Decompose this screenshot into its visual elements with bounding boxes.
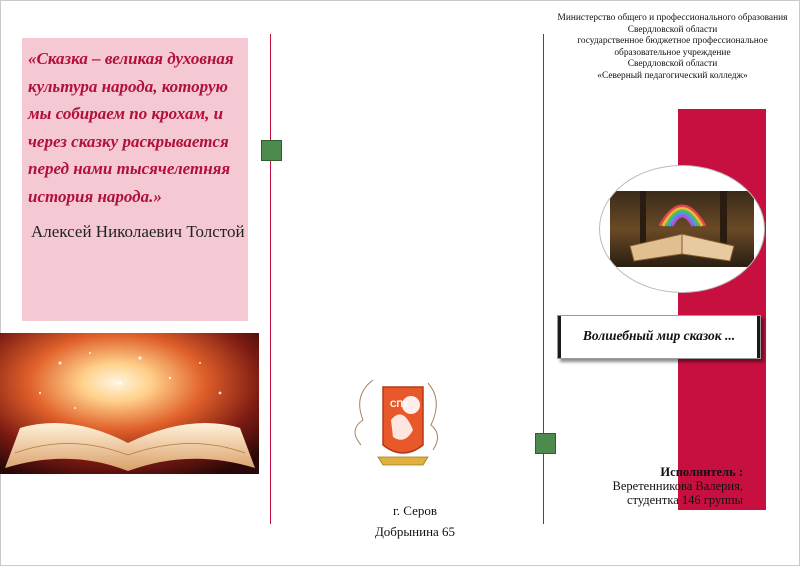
brochure-title-bar: Волшебный мир сказок ... — [557, 315, 761, 359]
brochure-title: Волшебный мир сказок ... — [582, 328, 736, 343]
performer-role: студентка 146 группы — [626, 493, 743, 507]
address-street: Добрынина 65 — [374, 524, 456, 539]
fold-line-left — [270, 34, 271, 524]
green-square-marker — [535, 433, 556, 454]
college-logo: СПК — [343, 375, 453, 475]
quote-author: Алексей Николаевич Толстой — [31, 222, 245, 241]
ministry-line: «Северный педагогический колледж» — [597, 70, 748, 81]
ministry-line: государственное бюджетное профессиональн… — [577, 36, 768, 46]
quote-text: «Сказка – великая духовная культура наро… — [28, 49, 234, 206]
performer-name: Веретенникова Валерия, — [612, 479, 743, 493]
ministry-line: Свердловской области — [627, 59, 718, 69]
quote-box — [22, 38, 248, 321]
ministry-line: Свердловской области — [627, 24, 718, 35]
glowing-book-image — [0, 333, 259, 474]
performer-label: Исполнитель : — [660, 465, 743, 479]
ministry-header: Министерство общего и профессионального … — [545, 13, 800, 82]
magic-book-oval-image — [599, 165, 765, 293]
ministry-line: образовательное учреждение — [614, 47, 731, 58]
logo-abbr: СПК — [390, 399, 409, 409]
address-city: г. Серов — [392, 503, 438, 518]
fold-line-right — [543, 34, 544, 524]
performer-block: Исполнитель : Веретенникова Валерия, сту… — [605, 465, 743, 507]
address: г. Серов Добрынина 65 — [320, 500, 510, 542]
ministry-line: Министерство общего и профессионального … — [557, 13, 788, 23]
green-square-marker — [261, 140, 282, 161]
